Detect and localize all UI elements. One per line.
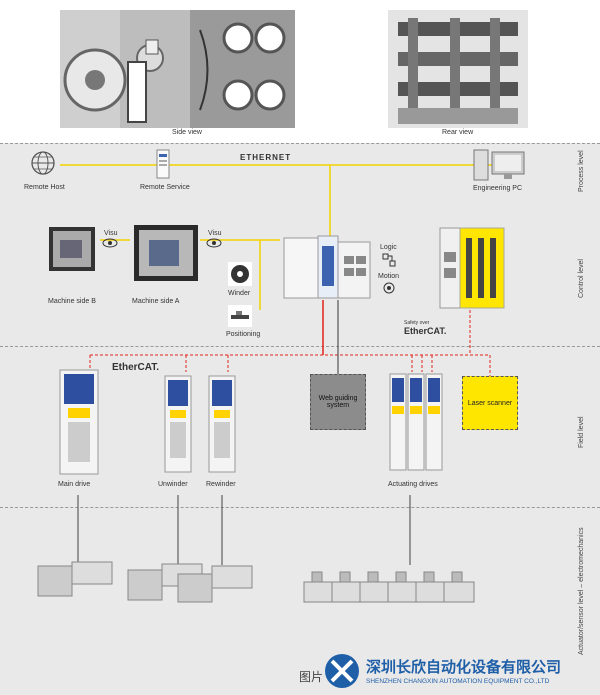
rewinder-label: Rewinder — [206, 481, 236, 488]
visu-label-2: Visu — [208, 230, 222, 237]
remote-host-label: Remote Host — [24, 184, 65, 191]
machine-side-a-panel-icon — [134, 225, 198, 281]
motion-controller-icon — [283, 235, 371, 299]
ethercat-small-logo: EtherCAT. — [404, 326, 447, 336]
service-device-icon — [156, 149, 170, 179]
winder-label: Winder — [228, 290, 251, 297]
machine-illustration — [60, 10, 528, 128]
eye-icon — [102, 238, 118, 248]
eye-icon — [206, 238, 222, 248]
motion-icon — [383, 282, 395, 294]
positioning-label: Positioning — [226, 331, 261, 338]
remote-service-label: Remote Service — [140, 184, 190, 191]
engineering-pc-icon — [473, 149, 525, 181]
web-guiding-label: Web guiding system — [318, 395, 358, 409]
company-name-cn: 深圳长欣自动化设备有限公司 — [366, 659, 562, 676]
machine-side-b-label: Machine side B — [48, 298, 96, 305]
main-drive-icon — [59, 369, 99, 475]
positioning-icon — [228, 305, 252, 327]
actuator-level-band — [0, 508, 600, 695]
company-logo-icon — [325, 654, 359, 688]
logic-label: Logic — [380, 244, 397, 251]
ethernet-bus-label: ETHERNET — [240, 153, 292, 162]
unwinder-label: Unwinder — [158, 481, 188, 488]
gear-motors-icon — [37, 561, 253, 603]
safety-over-label: Safety over — [404, 320, 430, 326]
engineering-pc-label: Engineering PC — [473, 185, 523, 192]
machine-side-b-panel-icon — [49, 227, 95, 271]
logic-icon — [382, 253, 396, 267]
watermark-prefix: 图片 — [299, 670, 324, 684]
laser-scanner-box: Laser scanner — [462, 376, 518, 430]
actuating-drives-label: Actuating drives — [388, 481, 438, 488]
company-name-en: SHENZHEN CHANGXIN AUTOMATION EQUIPMENT C… — [366, 678, 550, 685]
servo-motors-icon — [303, 571, 475, 603]
rear-view-label: Rear view — [442, 129, 474, 136]
unwinder-drive-icon — [164, 375, 192, 473]
main-drive-label: Main drive — [58, 481, 91, 488]
side-view-label: Side view — [172, 129, 202, 136]
actuating-drives-icon — [389, 373, 443, 471]
ethercat-logo: EtherCAT. — [112, 362, 160, 373]
visu-label-1: Visu — [104, 230, 118, 237]
safety-controller-icon — [439, 227, 505, 309]
globe-icon — [31, 151, 55, 175]
top-illustration-panel: Side view Rear view — [0, 0, 600, 142]
motion-label: Motion — [378, 273, 400, 280]
web-guiding-system-box: Web guiding system — [310, 374, 366, 430]
winder-icon — [228, 262, 252, 286]
machine-side-a-label: Machine side A — [132, 298, 180, 305]
laser-scanner-label: Laser scanner — [467, 399, 513, 407]
rewinder-drive-icon — [208, 375, 236, 473]
